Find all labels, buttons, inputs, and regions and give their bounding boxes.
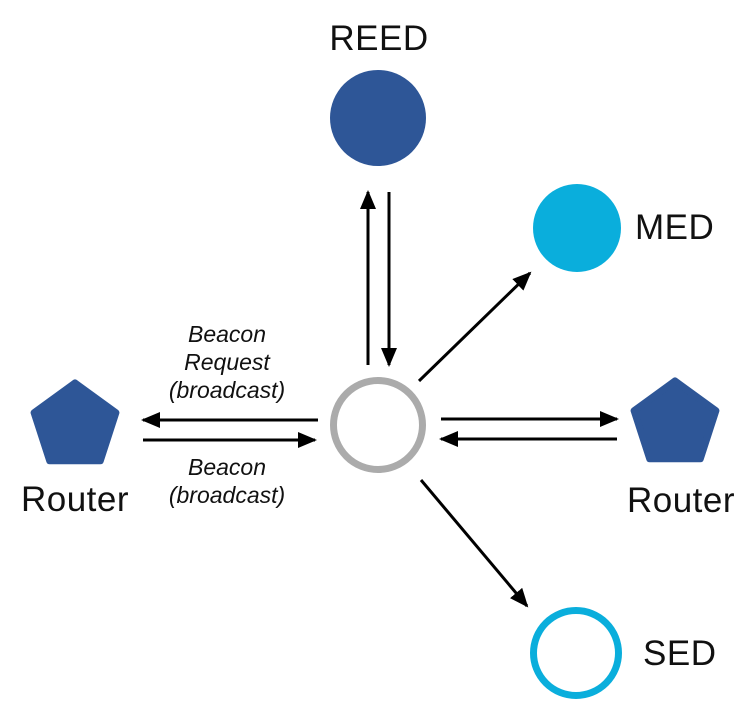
router-left-pentagon (30, 379, 120, 465)
arrow-joiner-to-sed (419, 479, 529, 608)
med-label: MED (635, 208, 715, 247)
beacon-request-label: Beacon Request (broadcast) (117, 320, 337, 404)
beacon-label: Beacon (broadcast) (117, 453, 337, 509)
reed-node-circle (330, 70, 426, 166)
router-right-pentagon (630, 377, 720, 463)
beacon-request-label-line3: (broadcast) (168, 377, 286, 403)
beacon-label-line2: (broadcast) (168, 482, 286, 508)
joiner-node-circle (330, 377, 426, 473)
beacon-request-label-line2: Request (184, 349, 270, 375)
reed-label: REED (329, 19, 429, 58)
arrow-joiner-to-med (417, 271, 532, 383)
med-node-circle (533, 184, 621, 272)
router-right-label: Router (626, 481, 736, 520)
beacon-label-line1: Beacon (187, 454, 266, 480)
sed-label: SED (643, 634, 717, 673)
beacon-request-label-line1: Beacon (187, 321, 266, 347)
router-left-label: Router (20, 480, 130, 519)
sed-node-circle (530, 607, 622, 699)
